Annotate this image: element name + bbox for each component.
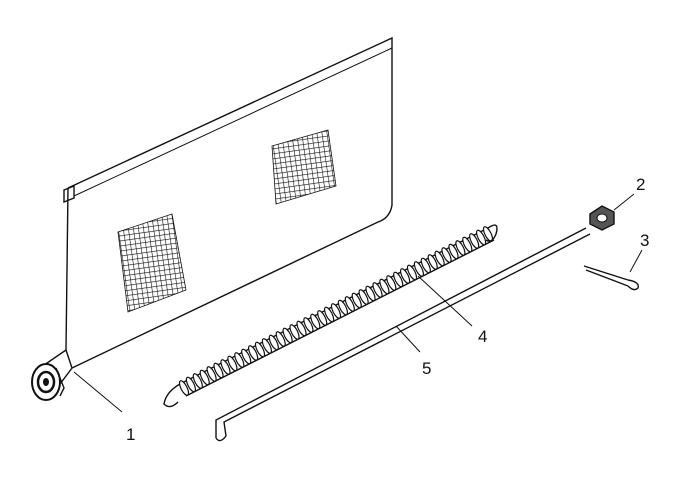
leader-lines [73,193,643,413]
split-pin [583,265,639,291]
spring-coil [427,254,438,270]
callout-2: 2 [636,175,645,194]
spring-coil [386,275,397,291]
spring-coil [241,348,252,365]
roller-screen-panel [31,36,393,401]
callout-3: 3 [640,231,649,250]
callout-1: 1 [126,425,135,444]
spring-coil [420,257,431,274]
spring-coil [413,261,425,277]
spring-coil [303,317,314,333]
spring-coil [393,271,404,288]
spring-coil [213,362,224,379]
spring-coil [317,310,328,326]
spring-coil [192,373,203,389]
spring-coil [434,250,445,267]
nut [589,205,615,231]
spring-coil [351,292,362,309]
spring-coil [220,359,231,375]
spring-coil [379,278,390,295]
spring-coil [475,229,487,246]
spring-coil [372,282,383,298]
spring-coil [185,376,197,393]
spring-coil [406,264,418,281]
callout-5: 5 [422,359,431,378]
spring-coil [330,303,342,319]
spring-coil [206,366,217,382]
spring-coil [323,306,335,323]
spring-coil [289,324,300,340]
spring-coil [310,313,321,330]
tension-spring [163,224,498,408]
spring-coil [282,327,293,344]
spring-coil [296,320,307,337]
spring-coil [344,296,355,312]
roller-tube [31,348,73,401]
spring-coil [254,341,266,358]
spring-coil [199,369,210,386]
spring-coil [358,289,369,305]
mesh-patch-left [117,213,187,313]
spring-coil [261,338,273,354]
spring-coil [441,247,452,263]
spring-coil [337,299,349,316]
spring-coil [178,380,190,396]
rod [215,227,591,442]
spring-coil [227,355,238,372]
spring-coil [455,240,466,256]
spring-coil [234,352,245,368]
spring-coil [268,334,279,351]
spring-coil [275,331,286,347]
spring-coil [448,243,459,260]
spring-coil [399,268,411,284]
spring-coil [469,233,480,249]
spring-coil [365,285,376,302]
spring-coil [247,345,259,361]
spring-coil [462,236,473,253]
mesh-patch-right [271,129,337,205]
callout-4: 4 [478,327,487,346]
